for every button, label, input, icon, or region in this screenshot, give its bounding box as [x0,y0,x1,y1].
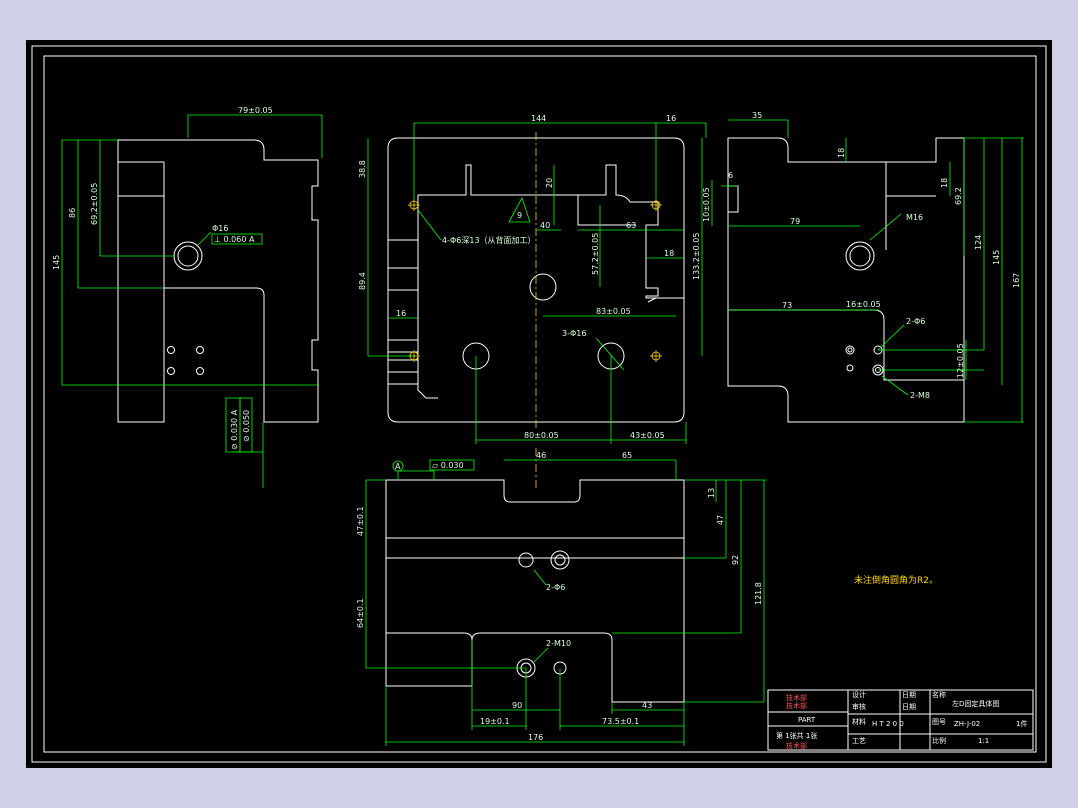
quantity: 1件 [1016,719,1027,728]
dim-65: 65 [622,451,632,460]
label-process: 工艺 [852,737,866,745]
dim-40: 40 [540,221,550,230]
label-date-2: 日期 [902,703,916,711]
dim-176: 176 [528,733,543,742]
dim-20: 20 [545,178,554,188]
hole-callout-2c: 2-Φ6 [546,583,565,592]
right-view: 35 18 6 10±0.05 79 M16 18 69.2 124 145 1… [702,111,1024,423]
dim-80: 80±0.05 [524,431,559,440]
dim-16-top: 16 [666,114,676,123]
dim-167: 167 [1012,273,1021,288]
dim-6: 6 [728,171,733,180]
dim-133-2: 133.2±0.05 [692,233,701,280]
dim-46: 46 [536,451,546,460]
dim-10: 10±0.05 [702,187,711,222]
label-tech-2: 技术部 [786,701,807,710]
svg-text:9: 9 [517,211,522,220]
perp-tolerance: ⊥ 0.060 A [214,235,255,244]
label-date: 日期 [902,691,916,699]
dim-16-right: 16±0.05 [846,300,881,309]
dim-79: 79±0.05 [238,106,273,115]
dim-64-tol: 64±0.1 [356,598,365,628]
dim-18-right: 18 [940,178,949,188]
bottom-view: 46 65 13 47 92 121.8 47±0.1 64±0.1 2-Φ6 … [356,448,766,746]
left-view: 79±0.05 145 86 69.2±0.05 Φ16 ⊥ 0.060 A ⊘… [52,106,323,488]
dim-83: 83±0.05 [596,307,631,316]
dim-47-tol: 47±0.1 [356,506,365,536]
inner-frame [43,55,1037,753]
sheet-count: 第 1张共 1张 [776,731,817,740]
runout-tolerance-1: ⊘ 0.030 A [230,409,239,450]
label-scale: 比例 [932,736,946,745]
label-check: 审核 [852,702,866,711]
dim-43-bottom: 43 [642,701,652,710]
title-block: 设计 审核 日期 日期 名称 左D固定具体图 材料 H T 2 0 0 图号 Z… [767,689,1034,751]
label-drawing-no: 图号 [932,718,946,726]
dim-124: 124 [974,235,983,250]
dim-145-left: 145 [52,255,61,270]
dim-69-2: 69.2±0.05 [90,183,99,225]
label-design: 设计 [852,690,866,699]
hole-callout-2m: 2-M10 [546,639,571,648]
dim-79-right: 79 [790,217,800,226]
dim-16-left: 16 [396,309,406,318]
dim-73: 73 [782,301,792,310]
hole-callout-3: 3-Φ16 [562,329,586,338]
material-value: H T 2 0 0 [872,720,904,728]
dim-12: 12±0.05 [956,343,965,378]
dim-144: 144 [531,114,546,123]
hole-callout-4: 4-Φ6深13（从背面加工） [442,235,536,245]
thread-m16: M16 [906,213,923,222]
drawing-sheet: 79±0.05 145 86 69.2±0.05 Φ16 ⊥ 0.060 A ⊘… [26,40,1052,768]
dim-121-8: 121.8 [754,582,763,605]
flatness-tolerance: ⏥ 0.030 [432,461,464,470]
general-note: 未注倒角圆角为R2。 [854,574,938,586]
center-view: 144 16 38.8 89.4 20 40 63 18 16 57.2±0.0… [358,114,707,444]
dim-18-right-top: 18 [837,148,846,158]
datum-a: A [395,462,401,471]
drawing-number: ZH-J-02 [954,720,980,728]
dim-13: 13 [707,488,716,498]
dim-69-2-right: 69.2 [954,187,963,205]
dim-19: 19±0.1 [480,717,510,726]
cad-drawing: 79±0.05 145 86 69.2±0.05 Φ16 ⊥ 0.060 A ⊘… [31,45,1047,763]
hole-callout-2a: 2-Φ6 [906,317,925,326]
dim-35: 35 [752,111,762,120]
dim-43: 43±0.05 [630,431,665,440]
dim-63: 63 [626,221,636,230]
dim-57-2: 57.2±0.05 [591,233,600,275]
label-tech-3: 技术部 [786,741,807,750]
dim-73-5: 73.5±0.1 [602,717,639,726]
dim-92: 92 [731,555,740,565]
svg-text:Φ16: Φ16 [212,224,228,233]
label-material: 材料 [852,717,866,726]
dim-47: 47 [716,515,725,525]
dim-89-4: 89.4 [358,272,367,290]
part-label: PART [798,716,816,724]
label-name: 名称 [932,690,946,699]
dim-18-center: 18 [664,249,674,258]
scale-value: 1:1 [978,737,989,745]
outer-frame [31,45,1047,763]
drawing-title: 左D固定具体图 [952,699,999,708]
dim-38-8: 38.8 [358,160,367,178]
dim-86: 86 [68,208,77,218]
dim-90: 90 [512,701,522,710]
label-tech: 技术部 [786,693,807,702]
dim-145-right: 145 [992,250,1001,265]
hole-callout-2b: 2-M8 [910,391,930,400]
runout-tolerance-2: ⊘ 0.050 [242,410,251,442]
